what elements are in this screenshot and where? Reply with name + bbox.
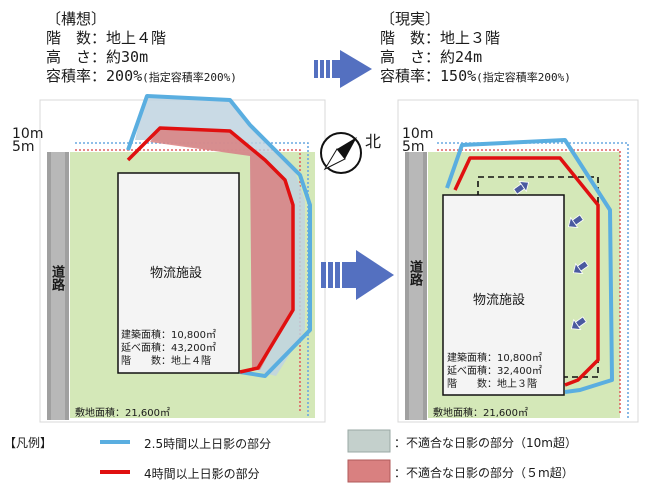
left-10m-line (75, 142, 309, 416)
middle-arrow-icon (321, 250, 394, 300)
right-building-area: 建築面積：10,800㎡ (447, 353, 542, 364)
plan-floors: 階 数：地上４階 (46, 29, 167, 47)
compass-icon (320, 132, 362, 174)
right-small-arrows (513, 181, 589, 330)
compass-label: 北 (365, 132, 382, 151)
left-blue-contour (126, 94, 312, 378)
legend-blue-line-text: 2.5時間以上日影の部分 (144, 437, 272, 451)
left-red-area (150, 128, 292, 370)
actual-far: 容積率：150%(指定容積率200%) (380, 67, 571, 85)
left-floors: 階 数：地上４階 (121, 356, 211, 367)
left-road-inner (51, 152, 65, 420)
left-site-area: 敷地面積：21,600㎡ (75, 408, 170, 419)
right-line-label-5m: 5m (402, 139, 425, 155)
actual-floors: 階 数：地上３階 (380, 29, 501, 47)
left-building (117, 172, 240, 374)
legend-gray-area-swatch (347, 429, 391, 453)
right-building-info: 建築面積：10,800㎡ 延べ面積：32,400㎡ 階 数：地上３階 (447, 352, 542, 391)
left-red-contour (126, 126, 295, 374)
right-road-inner (409, 152, 423, 420)
actual-spec: 〔現実〕 階 数：地上３階 高 さ：約24m 容積率：150%(指定容積率200… (380, 10, 571, 87)
legend-red-area-swatch (347, 459, 391, 483)
right-building-label: 物流施設 (473, 293, 526, 308)
line-label-5m: 5m (12, 139, 35, 155)
right-red-contour (453, 156, 600, 387)
legend-title: 【凡例】 (4, 436, 53, 450)
left-building-label: 物流施設 (150, 266, 203, 281)
left-5m-line (75, 149, 301, 412)
actual-height: 高 さ：約24m (380, 48, 483, 66)
right-blue-contour (445, 138, 614, 394)
plan-spec: 〔構想〕 階 数：地上４階 高 さ：約30m 容積率：200%(指定容積率200… (46, 10, 237, 87)
right-floor-area: 延べ面積：32,400㎡ (447, 366, 542, 377)
left-building-info: 建築面積：10,800㎡ 延べ面積：43,200㎡ 階 数：地上４階 (121, 329, 216, 368)
legend-red-area-text: ：不適合な日影の部分（５m超） (394, 466, 574, 480)
right-site-area: 敷地面積：21,600㎡ (433, 408, 528, 419)
right-building (442, 194, 565, 396)
plan-title: 〔構想〕 (46, 10, 107, 28)
right-floors: 階 数：地上３階 (447, 379, 537, 390)
legend-red-line-text: 4時間以上日影の部分 (144, 467, 260, 481)
legend-gray-area-text: ：不適合な日影の部分（10m超） (394, 436, 577, 450)
right-road-label: 道路 (407, 260, 422, 286)
left-floor-area: 延べ面積：43,200㎡ (121, 343, 216, 354)
plan-height: 高 さ：約30m (46, 48, 149, 66)
left-building-area: 建築面積：10,800㎡ (121, 330, 216, 341)
left-road-label: 道路 (49, 265, 64, 291)
actual-title: 〔現実〕 (380, 10, 441, 28)
right-5m-line (437, 149, 621, 414)
top-arrow-icon (314, 50, 372, 88)
line-label-10m: 10m (12, 126, 44, 142)
plan-far: 容積率：200%(指定容積率200%) (46, 67, 237, 85)
right-line-label-10m: 10m (402, 126, 434, 142)
